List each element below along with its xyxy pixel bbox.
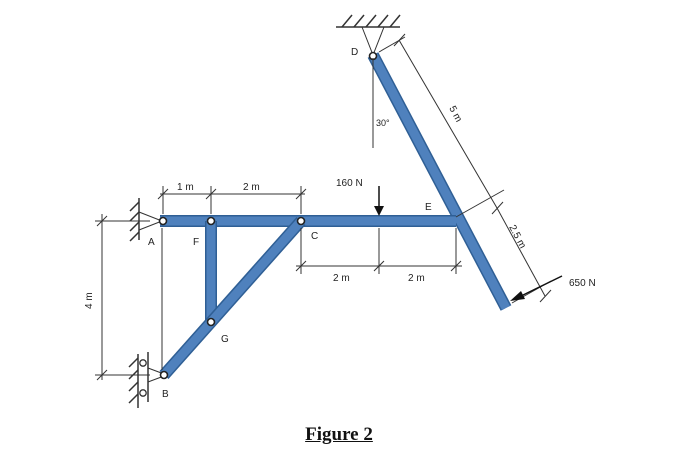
dim-label-fc: 2 m xyxy=(243,182,260,193)
dim-label-c-load: 2 m xyxy=(333,273,350,284)
dim-label-load-e: 2 m xyxy=(408,273,425,284)
load-160n-arrow xyxy=(374,186,384,216)
figure-caption: Figure 2 xyxy=(305,424,373,445)
joint-label-b: B xyxy=(162,389,169,400)
pin-a xyxy=(158,216,168,226)
dimension-lines xyxy=(95,33,552,381)
dim-label-de: 5 m xyxy=(446,104,464,124)
joint-label-a: A xyxy=(148,237,155,248)
members xyxy=(159,52,512,379)
dim-label-e-end: 2.5 m xyxy=(506,223,527,250)
dim-label-af: 1 m xyxy=(177,182,194,193)
support-d-fixed xyxy=(336,14,401,57)
dim-label-vertical: 4 m xyxy=(84,292,95,309)
pins xyxy=(158,51,378,380)
support-b-roller xyxy=(128,352,165,408)
joint-label-d: D xyxy=(351,47,358,58)
pin-b xyxy=(159,370,169,380)
load-label-650n: 650 N xyxy=(569,278,596,289)
joint-label-f: F xyxy=(193,237,199,248)
angle-label: 30° xyxy=(376,118,390,128)
support-a-pin xyxy=(129,198,164,242)
joint-label-g: G xyxy=(221,334,229,345)
joint-label-c: C xyxy=(311,231,318,242)
joint-label-e: E xyxy=(425,202,432,213)
pin-g xyxy=(206,317,216,327)
pin-c xyxy=(296,216,306,226)
load-650n-arrow xyxy=(510,275,563,301)
pin-f xyxy=(206,216,216,226)
load-label-160n: 160 N xyxy=(336,178,363,189)
